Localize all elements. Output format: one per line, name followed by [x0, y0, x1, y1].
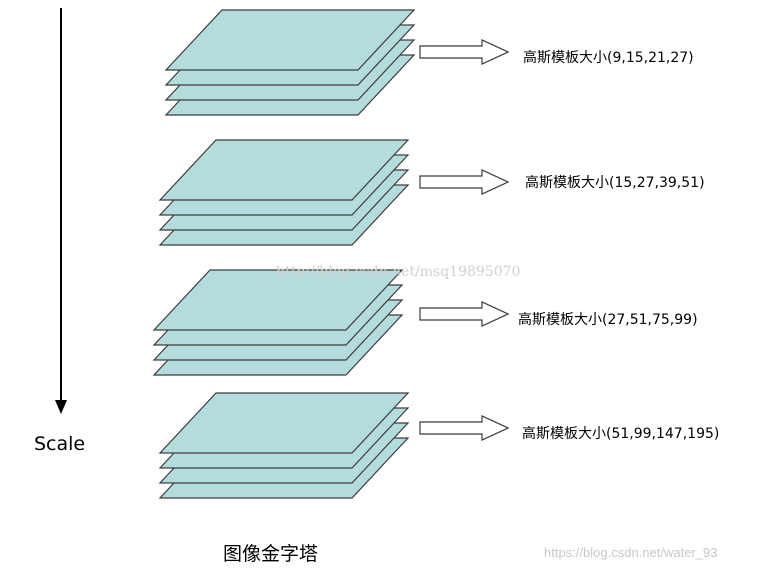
kernel-size-label: 高斯模板大小(51,99,147,195) — [522, 425, 719, 442]
scale-label: Scale — [34, 433, 85, 455]
image-layer — [152, 269, 404, 331]
right-arrow-icon — [419, 301, 510, 327]
octave-3: 高斯模板大小(27,51,75,99) — [152, 269, 698, 376]
octave-1: 高斯模板大小(9,15,21,27) — [164, 9, 694, 116]
octave-stacks: 高斯模板大小(9,15,21,27) 高斯模板大小(15,27,39,51) 高斯模… — [152, 9, 719, 499]
image-layer — [164, 9, 416, 71]
right-arrow-icon — [419, 415, 510, 441]
kernel-size-label: 高斯模板大小(9,15,21,27) — [523, 49, 694, 66]
watermark-corner: https://blog.csdn.net/water_93 — [544, 545, 717, 560]
kernel-size-label: 高斯模板大小(15,27,39,51) — [525, 174, 705, 191]
watermark-center: http://blog.csdn.net/msq19895070 — [276, 264, 520, 280]
caption: 图像金字塔 — [223, 543, 318, 565]
octave-2: 高斯模板大小(15,27,39,51) — [158, 139, 705, 246]
kernel-size-label: 高斯模板大小(27,51,75,99) — [518, 311, 698, 328]
image-layer — [158, 392, 410, 454]
right-arrow-icon — [419, 169, 510, 195]
right-arrow-icon — [419, 39, 510, 65]
octave-4: 高斯模板大小(51,99,147,195) — [158, 392, 719, 499]
image-layer — [158, 139, 410, 201]
scale-arrow-head — [55, 400, 67, 414]
